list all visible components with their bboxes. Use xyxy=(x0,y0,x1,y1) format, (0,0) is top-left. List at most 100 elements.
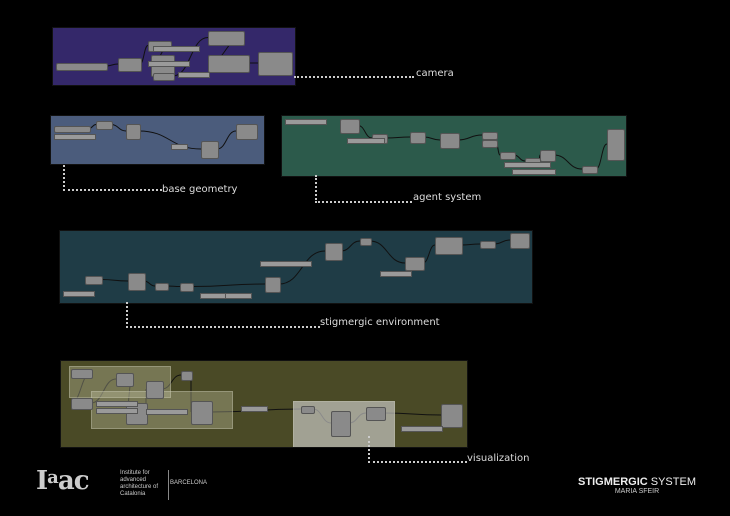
number-slider[interactable] xyxy=(178,72,210,78)
visualization-definition-panel xyxy=(60,360,468,448)
number-slider[interactable] xyxy=(401,426,443,432)
number-slider[interactable] xyxy=(225,293,252,299)
component-node[interactable] xyxy=(410,132,426,144)
component-node[interactable] xyxy=(582,166,598,174)
component-node[interactable] xyxy=(500,152,516,160)
component-node[interactable] xyxy=(301,406,315,414)
author-name: MARIA SFEIR xyxy=(614,488,660,495)
component-node[interactable] xyxy=(441,404,463,428)
number-slider[interactable] xyxy=(153,46,200,52)
wire xyxy=(357,125,373,139)
component-node[interactable] xyxy=(56,63,108,71)
component-node[interactable] xyxy=(258,52,293,76)
number-slider[interactable] xyxy=(171,144,188,150)
institute-name: Institute for advanced architecture of C… xyxy=(120,470,169,500)
wire xyxy=(460,243,481,246)
wire xyxy=(172,37,209,77)
visualization-label: visualization xyxy=(467,453,530,464)
component-node[interactable] xyxy=(510,233,530,249)
component-node[interactable] xyxy=(116,373,134,387)
wire xyxy=(191,283,266,287)
component-node[interactable] xyxy=(236,124,258,140)
camera-leader xyxy=(294,76,414,78)
component-node[interactable] xyxy=(607,129,625,161)
component-node[interactable] xyxy=(71,398,93,410)
component-node[interactable] xyxy=(366,407,386,421)
wire xyxy=(138,130,202,150)
number-slider[interactable] xyxy=(285,119,327,125)
base-geometry-label: base geometry xyxy=(162,184,238,195)
component-node[interactable] xyxy=(146,381,164,399)
component-node[interactable] xyxy=(128,273,146,291)
project-title: STIGMERGIC SYSTEM MARIA SFEIR xyxy=(578,476,696,495)
component-node[interactable] xyxy=(435,237,463,255)
number-slider[interactable] xyxy=(260,261,312,267)
base-geometry-leader xyxy=(63,165,162,191)
component-node[interactable] xyxy=(153,73,175,81)
base-geometry-definition-panel xyxy=(50,115,265,165)
component-node[interactable] xyxy=(71,369,93,379)
component-node[interactable] xyxy=(201,141,219,159)
component-node[interactable] xyxy=(155,283,169,291)
project-title-bold: STIGMERGIC xyxy=(578,476,648,488)
wire xyxy=(161,374,182,390)
component-node[interactable] xyxy=(85,276,103,285)
wire xyxy=(90,378,117,404)
number-slider[interactable] xyxy=(54,134,96,140)
wire xyxy=(369,240,406,264)
wire xyxy=(423,136,441,141)
number-slider[interactable] xyxy=(96,401,138,407)
number-slider[interactable] xyxy=(241,406,268,412)
wires xyxy=(100,239,511,287)
component-node[interactable] xyxy=(208,31,245,46)
stigmergic-environment-definition-panel xyxy=(59,230,533,304)
component-node[interactable] xyxy=(180,283,194,292)
component-node[interactable] xyxy=(191,401,213,425)
component-node[interactable] xyxy=(405,257,425,271)
wire xyxy=(278,250,326,285)
component-node[interactable] xyxy=(331,411,351,437)
stigmergic-environment-leader xyxy=(126,302,320,328)
iaac-logo: Iaac xyxy=(36,466,90,496)
component-node[interactable] xyxy=(482,132,498,140)
component-node[interactable] xyxy=(96,121,113,130)
component-node[interactable] xyxy=(265,277,281,293)
number-slider[interactable] xyxy=(96,408,138,414)
wires xyxy=(88,124,237,150)
number-slider[interactable] xyxy=(146,409,188,415)
number-slider[interactable] xyxy=(63,291,95,297)
number-slider[interactable] xyxy=(504,162,551,168)
number-slider[interactable] xyxy=(380,271,412,277)
wire xyxy=(110,124,127,132)
stigmergic-environment-label: stigmergic environment xyxy=(320,317,440,328)
component-node[interactable] xyxy=(118,58,142,72)
wire xyxy=(100,279,129,282)
component-node[interactable] xyxy=(540,150,556,162)
component-node[interactable] xyxy=(440,133,460,149)
component-node[interactable] xyxy=(360,238,372,246)
camera-definition-panel xyxy=(52,27,296,86)
component-node[interactable] xyxy=(340,119,360,134)
component-node[interactable] xyxy=(208,55,250,73)
wire xyxy=(340,240,361,252)
wire xyxy=(457,134,483,141)
city-label: BARCELONA xyxy=(170,480,208,486)
component-node[interactable] xyxy=(54,126,91,133)
component-node[interactable] xyxy=(325,243,343,261)
component-node[interactable] xyxy=(480,241,496,249)
wire xyxy=(553,154,583,170)
component-node[interactable] xyxy=(482,140,498,148)
wire xyxy=(595,143,608,170)
agent-system-label: agent system xyxy=(413,192,482,203)
number-slider[interactable] xyxy=(148,61,190,67)
camera-label: camera xyxy=(416,68,454,79)
component-node[interactable] xyxy=(126,124,141,140)
wire xyxy=(216,130,237,150)
visualization-leader xyxy=(368,436,467,463)
number-slider[interactable] xyxy=(512,169,556,175)
component-node[interactable] xyxy=(181,371,193,381)
number-slider[interactable] xyxy=(347,138,385,144)
agent-system-definition-panel xyxy=(281,115,627,177)
agent-system-leader xyxy=(315,175,412,203)
project-title-rest: SYSTEM xyxy=(647,476,696,488)
